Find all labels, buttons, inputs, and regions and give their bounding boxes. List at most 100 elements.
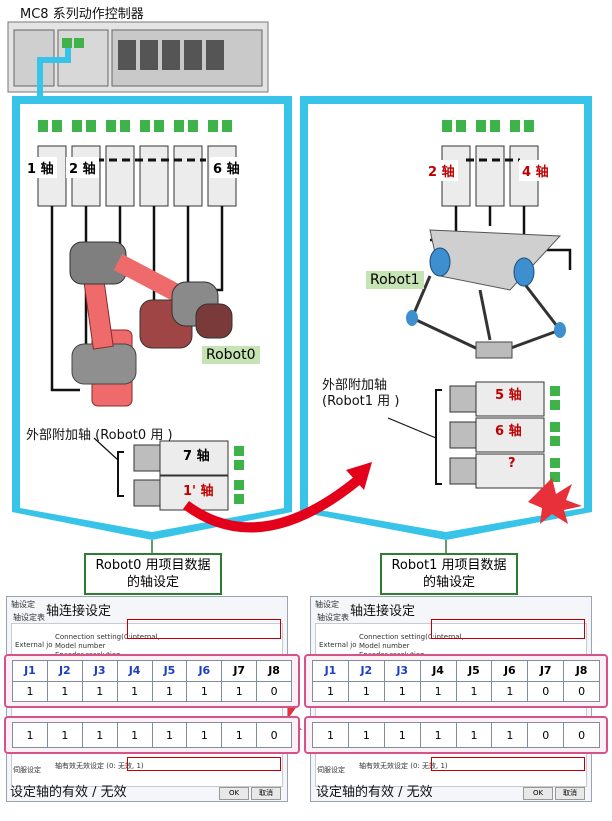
right-header-cell: J8 (563, 660, 600, 682)
right-header-cell: J4 (419, 660, 457, 682)
left-external-motors (133, 440, 244, 511)
controller-label: MC8 系列动作控制器 (20, 7, 144, 22)
left-axis-6-label: 6 轴 (210, 157, 243, 178)
caption-robot1-line2: 的轴设定 (422, 575, 475, 590)
left-header-cell: J3 (81, 660, 118, 682)
transfer-arrow (183, 476, 362, 533)
left-row-model: Model number (55, 642, 106, 650)
right-enable-value-cell: 1 (383, 722, 421, 748)
robot0-arm (69, 241, 233, 407)
left-mini-enable-box (127, 757, 281, 771)
right-header-cell: J3 (383, 660, 421, 682)
left-ok-button[interactable]: OK (219, 787, 249, 800)
right-enable-value-cell: 1 (491, 722, 529, 748)
left-cancel-button[interactable]: 取消 (251, 787, 281, 800)
left-conn-value-cell: 1 (116, 680, 153, 702)
right-conn-value-cell: 0 (527, 680, 565, 702)
right-servo-label: 伺服设定 (317, 766, 345, 774)
left-conn-value-cell: 1 (221, 680, 258, 702)
caption-robot1: Robot1 用项目数据 的轴设定 (380, 553, 518, 595)
left-enable-value-cell: 1 (186, 722, 223, 748)
right-enable-value-cell: 0 (563, 722, 600, 748)
left-enable-value-cell: 1 (151, 722, 188, 748)
right-enable-row: 轴有效无效设定 (0: 无效, 1) (359, 762, 448, 770)
right-external-motors (449, 381, 560, 489)
right-conn-value-cell: 1 (419, 680, 457, 702)
disconnect-spark (528, 478, 582, 524)
right-row-conn: Connection setting(0:internal, (359, 633, 464, 641)
ext-axis-right-label-2: (Robot1 用 ) (322, 394, 400, 409)
right-row-model: Model number (359, 642, 410, 650)
left-enable-value-cell: 1 (116, 722, 153, 748)
left-header-cell: J8 (256, 660, 292, 682)
caption-robot0-line1: Robot0 用项目数据 (95, 558, 211, 573)
right-cancel-button[interactable]: 取消 (555, 787, 585, 800)
right-conn-value-cell: 1 (383, 680, 421, 702)
left-enable-value-cell: 0 (256, 722, 292, 748)
right-dialog-title: 轴设定 (315, 600, 339, 609)
left-row-conn: Connection setting(0:internal, (55, 633, 160, 641)
left-mini-conn-box (127, 619, 281, 639)
left-header-cell: J1 (12, 660, 48, 682)
left-enable-row: 轴有效无效设定 (0: 无效, 1) (55, 762, 144, 770)
right-axis-4-label: 4 轴 (519, 160, 552, 181)
right-conn-value-cell: 1 (455, 680, 493, 702)
ext-axis-right-label-1: 外部附加轴 (322, 378, 388, 393)
bottom-right-label: 设定轴的有效 / 无效 (316, 785, 433, 800)
right-header-cell: J7 (527, 660, 565, 682)
right-conn-value-cell: 0 (563, 680, 600, 702)
left-conn-value-cell: 1 (151, 680, 188, 702)
left-header-cell: J7 (221, 660, 258, 682)
robot1-delta (406, 229, 566, 359)
left-dialog-title: 轴设定 (11, 600, 35, 609)
left-conn-value-cell: 1 (81, 680, 118, 702)
left-conn-value-cell: 1 (186, 680, 223, 702)
left-enable-value-cell: 1 (12, 722, 48, 748)
left-conn-value-cell: 1 (12, 680, 48, 702)
bottom-left-label: 设定轴的有效 / 无效 (10, 785, 127, 800)
left-axis-1-label: 1 轴 (24, 157, 57, 178)
left-ext-label: External jo (15, 641, 53, 649)
right-axis-unknown-label: ? (508, 456, 516, 471)
right-axis-conn-label: 轴连接设定 (350, 604, 416, 619)
left-conn-value-cell: 1 (46, 680, 83, 702)
caption-robot1-line1: Robot1 用项目数据 (391, 558, 507, 573)
left-conn-value-cell: 0 (256, 680, 292, 702)
right-axis-2-label: 2 轴 (425, 160, 458, 181)
left-servo-label: 伺服设定 (13, 766, 41, 774)
right-ok-button[interactable]: OK (523, 787, 553, 800)
right-conn-value-cell: 1 (347, 680, 385, 702)
left-axis-1b-label: 1' 轴 (183, 484, 214, 499)
right-enable-value-cell: 1 (312, 722, 349, 748)
right-ext-label: External jo (319, 641, 357, 649)
caption-robot0-line2: 的轴设定 (126, 575, 179, 590)
left-enable-value-cell: 1 (221, 722, 258, 748)
left-enable-value-cell: 1 (46, 722, 83, 748)
right-conn-value-cell: 1 (491, 680, 529, 702)
left-connector-row (38, 120, 232, 132)
right-mini-conn-box (431, 619, 585, 639)
right-conn-value-cell: 1 (312, 680, 349, 702)
caption-robot0: Robot0 用项目数据 的轴设定 (84, 553, 222, 595)
left-dialog-tab[interactable]: 轴设定表 (13, 613, 45, 622)
right-header-cell: J1 (312, 660, 349, 682)
left-header-cell: J2 (46, 660, 83, 682)
left-axis-conn-label: 轴连接设定 (46, 604, 112, 619)
robot1-label: Robot1 (366, 271, 424, 289)
robot0-label: Robot0 (202, 346, 260, 364)
ext-axis-left-label: 外部附加轴 (Robot0 用 ) (26, 428, 173, 443)
right-header-cell: J2 (347, 660, 385, 682)
right-header-cell: J5 (455, 660, 493, 682)
left-header-cell: J6 (186, 660, 223, 682)
right-enable-value-cell: 0 (527, 722, 565, 748)
right-dialog-tab[interactable]: 轴设定表 (317, 613, 349, 622)
left-header-cell: J5 (151, 660, 188, 682)
